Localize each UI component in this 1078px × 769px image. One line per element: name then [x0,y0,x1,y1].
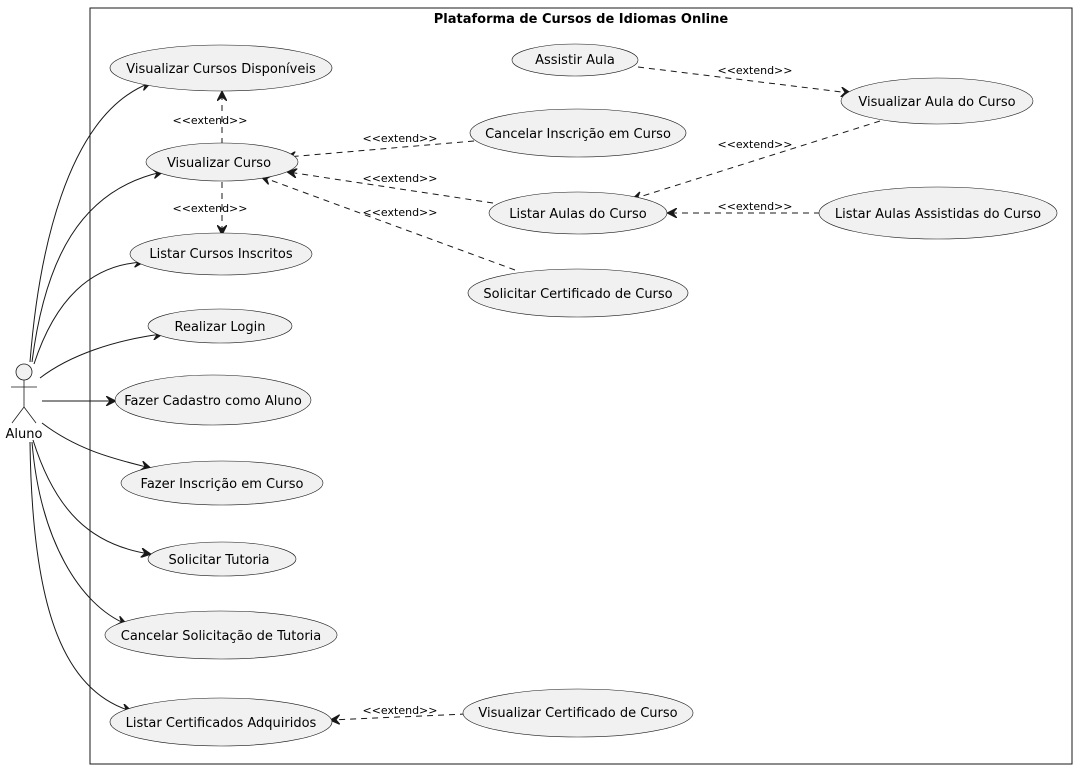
extend-label: <<extend>> [173,202,248,215]
use-case-solicitar-tutoria[interactable]: Solicitar Tutoria [147,541,297,577]
association-listar-cursos-inscritos [33,262,143,365]
use-case-label: Fazer Cadastro como Aluno [124,394,302,409]
use-case-label: Solicitar Tutoria [169,553,270,568]
association-visualizar-cursos-disponiveis [29,83,150,363]
use-case-listar-aulas[interactable]: Listar Aulas do Curso [488,191,668,235]
use-case-label: Assistir Aula [535,53,615,68]
association-listar-certificados [29,441,131,711]
extend-listar-aulas-to-visualizar-curso [288,172,494,204]
actor-left-leg [11,406,25,424]
extend-label: <<extend>> [363,704,438,717]
association-fazer-inscricao [41,422,150,468]
use-case-label: Visualizar Cursos Disponíveis [126,62,316,77]
use-case-cancelar-solicitacao-tutoria[interactable]: Cancelar Solicitação de Tutoria [104,610,338,660]
use-case-fazer-cadastro[interactable]: Fazer Cadastro como Aluno [114,374,312,426]
use-case-label: Visualizar Certificado de Curso [478,706,677,721]
association-realizar-login [39,334,162,379]
extend-visualizar-certificado-to-listar-certificados [331,713,467,720]
use-case-visualizar-cursos-disponiveis[interactable]: Visualizar Cursos Disponíveis [109,44,333,92]
extend-label: <<extend>> [718,64,793,77]
actor-head-icon [15,363,33,381]
use-case-listar-aulas-assistidas[interactable]: Listar Aulas Assistidas do Curso [818,186,1058,240]
use-case-visualizar-certificado[interactable]: Visualizar Certificado de Curso [462,688,694,738]
use-case-solicitar-certificado[interactable]: Solicitar Certificado de Curso [467,268,689,318]
use-case-label: Visualizar Aula do Curso [858,95,1015,110]
use-case-label: Realizar Login [175,320,266,335]
actor-name: Aluno [6,427,43,442]
use-case-fazer-inscricao[interactable]: Fazer Inscrição em Curso [120,460,324,506]
use-case-cancelar-inscricao[interactable]: Cancelar Inscrição em Curso [469,108,687,158]
extend-cancelar-inscricao-to-visualizar-curso [287,140,475,157]
extend-solicitar-certificado-to-visualizar-curso [262,177,516,271]
extend-label: <<extend>> [363,132,438,145]
use-case-label: Listar Certificados Adquiridos [126,716,317,731]
extend-assistir-aula-to-visualizar-aula [637,66,850,93]
use-case-visualizar-aula[interactable]: Visualizar Aula do Curso [840,77,1034,125]
extend-label: <<extend>> [718,200,793,213]
use-case-label: Cancelar Inscrição em Curso [485,127,671,142]
association-visualizar-curso [31,172,162,363]
use-case-label: Fazer Inscrição em Curso [141,477,304,492]
use-case-label: Listar Cursos Inscritos [149,247,292,262]
use-case-label: Listar Aulas do Curso [509,207,647,222]
use-case-listar-certificados[interactable]: Listar Certificados Adquiridos [109,697,333,747]
use-case-label: Listar Aulas Assistidas do Curso [835,207,1041,222]
use-case-assistir-aula[interactable]: Assistir Aula [511,43,639,77]
actor-right-leg [23,406,37,424]
extend-label: <<extend>> [363,172,438,185]
associations [29,83,162,711]
extend-relationships: <<extend>> <<extend>> <<extend>> <<exten… [173,64,881,720]
association-cancelar-solicitacao-tutoria [31,441,126,624]
extend-label: <<extend>> [173,114,248,127]
use-case-visualizar-curso[interactable]: Visualizar Curso [145,142,299,182]
system-title: Plataforma de Cursos de Idiomas Online [434,12,729,27]
extend-label: <<extend>> [718,138,793,151]
use-case-realizar-login[interactable]: Realizar Login [147,308,293,344]
association-solicitar-tutoria [32,439,150,554]
use-case-label: Solicitar Certificado de Curso [483,287,672,302]
extend-label: <<extend>> [363,206,438,219]
actor-aluno[interactable]: Aluno [6,363,43,442]
use-case-label: Visualizar Curso [167,156,271,171]
use-case-listar-cursos-inscritos[interactable]: Listar Cursos Inscritos [129,232,313,276]
use-case-label: Cancelar Solicitação de Tutoria [121,629,322,644]
